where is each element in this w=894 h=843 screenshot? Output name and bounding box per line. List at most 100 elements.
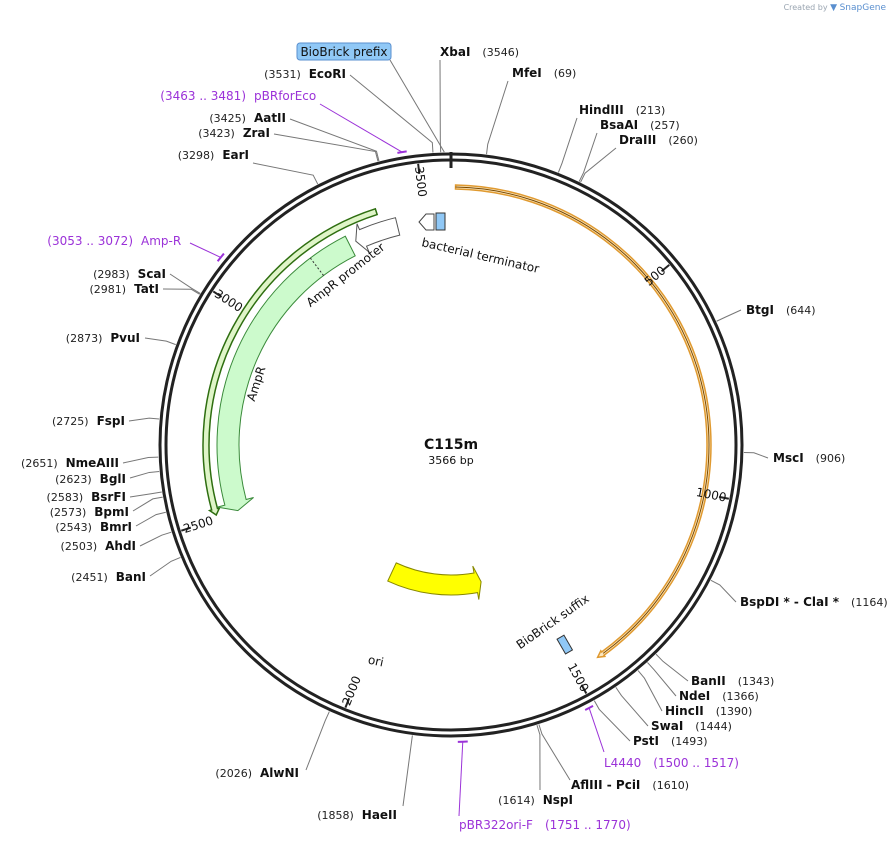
enzyme-name: BanII (691, 674, 726, 688)
enzyme-position: (2651) (21, 457, 58, 470)
plasmid-name: C115m (424, 437, 478, 453)
brand-name: SnapGene (839, 3, 886, 13)
enzyme-position: (260) (668, 134, 698, 147)
enzyme-position: (1390) (716, 705, 753, 718)
enzyme-bgli-label: BglI (2623) (55, 472, 126, 486)
enzyme-position: (2873) (66, 332, 103, 345)
enzyme-afliii-pcii-label: AflIII - PciI (1610) (571, 778, 689, 792)
enzyme-nspi-label: NspI(1614) (498, 793, 573, 807)
enzyme-name: HindIII (579, 103, 624, 117)
enzyme-msci-label: MscI(906) (773, 451, 845, 465)
primer-pbrforeco-label: pBRforEco(3463 .. 3481) (160, 89, 316, 103)
primer-name: pBR322ori-F (459, 818, 533, 832)
enzyme-hindiii-leader (557, 117, 578, 173)
enzyme-position: (2623) (55, 473, 92, 486)
enzyme-position: (1614) (498, 794, 535, 807)
biobrick-prefix-box (296, 42, 392, 61)
enzyme-name: ZraI (243, 126, 270, 140)
primer-pbr322ori-f-label: pBR322ori-F (1751 .. 1770) (459, 818, 631, 832)
enzyme-mfei-label: MfeI(69) (512, 66, 576, 80)
ampr-arrow (216, 235, 356, 512)
tick-label: 2500 (182, 513, 215, 536)
enzyme-name: HincII (665, 704, 704, 718)
tick-label: 1500 (565, 661, 592, 695)
tick-label: 3000 (212, 287, 245, 315)
enzyme-name: BtgI (746, 303, 774, 317)
primer-range: (1751 .. 1770) (545, 818, 631, 832)
orange-feature-arrow (454, 184, 712, 659)
enzyme-ecori-label: EcoRI(3531) (264, 67, 346, 81)
enzyme-msci-leader (743, 451, 769, 459)
enzyme-aatii-label: AatII (3425) (209, 111, 286, 125)
enzyme-name: BpmI (94, 505, 129, 519)
terminator-box (435, 212, 446, 231)
enzyme-name: ScaI (138, 267, 166, 281)
enzyme-hincii-label: HincII (1390) (665, 704, 752, 718)
enzyme-draiii-leader (580, 147, 617, 183)
enzyme-bspdi-clai-label: BspDI * - ClaI *(1164) (740, 595, 888, 609)
enzyme-aatii-leader (289, 118, 380, 162)
biobrick-prefix-label: BioBrick prefix (300, 45, 387, 59)
enzyme-zrai-label: ZraI (3423) (198, 126, 270, 140)
enzyme-bspdi-clai-leader (710, 579, 737, 603)
enzyme-name: AlwNI (260, 766, 299, 780)
primer-amp-r-label: Amp-R(3053 .. 3072) (47, 234, 181, 248)
features-layer (202, 150, 712, 743)
primer-l4440-label: L4440 (1500 .. 1517) (604, 756, 739, 770)
enzyme-position: (644) (786, 304, 816, 317)
enzyme-name: BspDI * - ClaI * (740, 595, 840, 609)
enzyme-name: SwaI (651, 719, 683, 733)
enzyme-position: (2503) (61, 540, 98, 553)
enzyme-name: AatII (254, 111, 286, 125)
enzyme-name: BsaAI (600, 118, 638, 132)
ampr-promoter-arrow (355, 217, 401, 253)
enzyme-fspi-label: FspI(2725) (52, 414, 125, 428)
primer-range: (1500 .. 1517) (653, 756, 739, 770)
enzyme-ndei-label: NdeI(1366) (679, 689, 759, 703)
terminator-arrow (418, 213, 435, 231)
primer-amp-r-mark (216, 252, 225, 262)
enzyme-hincii-leader (637, 670, 663, 712)
enzyme-zrai-leader (273, 133, 379, 162)
enzyme-scai-label: ScaI (2983) (93, 267, 166, 281)
enzyme-position: (3425) (209, 112, 246, 125)
enzyme-bsrfi-label: BsrFI(2583) (47, 490, 126, 504)
enzyme-bmri-leader (135, 511, 166, 527)
enzyme-position: (1444) (695, 720, 732, 733)
enzyme-name: BglI (100, 472, 126, 486)
enzyme-psti-label: PstI(1493) (633, 734, 708, 748)
enzyme-name: NdeI (679, 689, 710, 703)
enzyme-name: DraIII (619, 133, 656, 147)
enzyme-name: PstI (633, 734, 659, 748)
enzyme-position: (1343) (738, 675, 775, 688)
primer-name: pBRforEco (254, 89, 316, 103)
enzyme-position: (2983) (93, 268, 130, 281)
enzyme-name: MfeI (512, 66, 542, 80)
enzyme-name: PvuI (110, 331, 140, 345)
enzyme-btgi-leader (716, 309, 742, 322)
enzyme-bpmi-label: BpmI(2573) (50, 505, 129, 519)
enzyme-nmeaiii-label: NmeAIII(2651) (21, 456, 119, 470)
tick-label: 1000 (695, 485, 728, 505)
enzyme-bani-label: BanI(2451) (71, 570, 146, 584)
tick-2000 (344, 697, 351, 708)
enzyme-fspi-leader (128, 417, 160, 422)
primer-name: L4440 (604, 756, 641, 770)
enzyme-position: (257) (650, 119, 680, 132)
enzyme-ecori-leader (349, 74, 434, 153)
enzyme-position: (1610) (652, 779, 689, 792)
enzyme-position: (2543) (55, 521, 92, 534)
enzyme-name: AhdI (105, 539, 136, 553)
enzyme-position: (213) (636, 104, 666, 117)
primer-amp-r-leader (189, 242, 221, 258)
tick-1500 (580, 684, 588, 695)
enzyme-name: BanI (116, 570, 146, 584)
snapgene-watermark: Created by ▼ SnapGene (784, 3, 886, 13)
enzyme-name: AflIII - PciI (571, 778, 640, 792)
enzyme-position: (2026) (215, 767, 252, 780)
enzyme-position: (3423) (198, 127, 235, 140)
tick-label: 500 (642, 263, 669, 288)
enzyme-bsrfi-leader (129, 491, 162, 498)
enzyme-bani-leader (149, 556, 181, 577)
enzyme-hindiii-label: HindIII (213) (579, 103, 665, 117)
